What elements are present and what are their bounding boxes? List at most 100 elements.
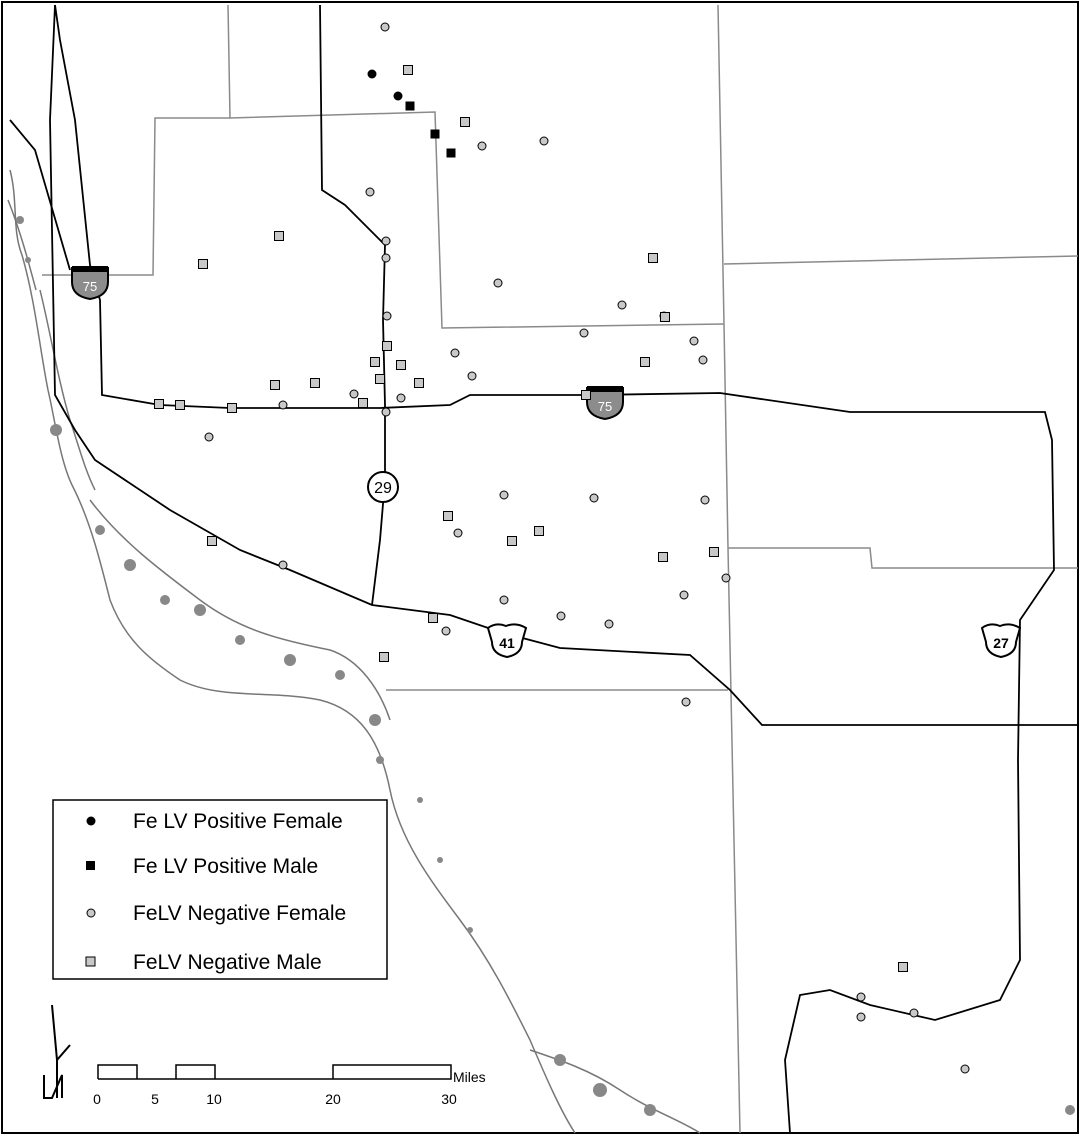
negative-female-marker — [589, 493, 599, 503]
shield-label-75-west: 75 — [83, 279, 97, 294]
sample-markers — [154, 22, 970, 1074]
negative-male-marker — [198, 259, 208, 269]
negative-male-marker — [310, 378, 320, 388]
negative-male-marker — [382, 341, 392, 351]
negative-female-marker — [681, 697, 691, 707]
positive-male-marker — [405, 101, 415, 111]
positive-female-marker — [393, 91, 403, 101]
negative-female-marker — [679, 590, 689, 600]
scale-bar: 0 5 10 20 30 Miles — [93, 1064, 486, 1107]
negative-male-marker — [428, 613, 438, 623]
negative-female-marker — [617, 300, 627, 310]
legend-symbol-positive-female — [86, 816, 96, 826]
shield-label-41: 41 — [499, 635, 515, 651]
negative-female-marker — [539, 136, 549, 146]
negative-male-marker — [648, 253, 658, 263]
state-route-circle-icon: 29 — [367, 471, 399, 503]
legend-symbol-negative-female — [86, 908, 96, 918]
interstate-shield-icon: 75 — [586, 386, 624, 421]
i75-north-branch — [9, 119, 71, 271]
negative-female-marker — [604, 619, 614, 629]
coastline — [7, 169, 701, 1134]
legend-box — [52, 799, 388, 980]
negative-female-marker — [349, 389, 359, 399]
negative-male-marker — [709, 547, 719, 557]
north-arrow-icon — [43, 1004, 71, 1099]
negative-female-marker — [698, 355, 708, 365]
legend-label-negative-male: FeLV Negative Male — [133, 951, 322, 974]
negative-male-marker — [270, 380, 280, 390]
negative-male-marker — [274, 231, 284, 241]
negative-male-marker — [403, 65, 413, 75]
legend-label-positive-female: Fe LV Positive Female — [133, 810, 343, 833]
positive-male-marker — [430, 129, 440, 139]
scale-tick-5: 5 — [151, 1091, 159, 1107]
scale-tick-20: 20 — [325, 1091, 341, 1107]
negative-male-marker — [581, 390, 591, 400]
us-route-shield-icon: 27 — [980, 623, 1022, 659]
negative-female-marker — [499, 595, 509, 605]
negative-male-marker — [396, 360, 406, 370]
roads — [9, 4, 1078, 1134]
negative-female-marker — [856, 992, 866, 1002]
shield-label-75-east: 75 — [598, 399, 612, 414]
positive-female-marker — [367, 69, 377, 79]
negative-male-marker — [154, 399, 164, 409]
negative-male-marker — [658, 552, 668, 562]
us-route-shield-icon: 41 — [486, 623, 528, 659]
negative-female-marker — [278, 400, 288, 410]
negative-male-marker — [507, 536, 517, 546]
scale-tick-0: 0 — [93, 1091, 101, 1107]
negative-female-marker — [477, 141, 487, 151]
negative-female-marker — [556, 611, 566, 621]
negative-female-marker — [467, 371, 477, 381]
scale-unit-label: Miles — [453, 1069, 486, 1085]
negative-male-marker — [370, 357, 380, 367]
negative-male-marker — [460, 117, 470, 127]
negative-female-marker — [204, 432, 214, 442]
negative-male-marker — [534, 526, 544, 536]
legend: Fe LV Positive Female Fe LV Positive Mal… — [52, 799, 388, 980]
us41-road — [49, 4, 1078, 726]
legend-symbol-positive-male — [86, 861, 95, 870]
negative-female-marker — [960, 1064, 970, 1074]
negative-female-marker — [450, 348, 460, 358]
negative-male-marker — [660, 312, 670, 322]
negative-male-marker — [358, 398, 368, 408]
negative-male-marker — [640, 357, 650, 367]
shield-label-27: 27 — [993, 635, 1009, 651]
negative-female-marker — [493, 278, 503, 288]
negative-female-marker — [721, 573, 731, 583]
legend-label-positive-male: Fe LV Positive Male — [133, 855, 318, 878]
scale-tick-10: 10 — [206, 1091, 222, 1107]
negative-male-marker — [379, 652, 389, 662]
negative-male-marker — [175, 400, 185, 410]
negative-female-marker — [579, 328, 589, 338]
sr29-road — [319, 4, 386, 606]
negative-male-marker — [414, 378, 424, 388]
legend-label-negative-female: FeLV Negative Female — [133, 902, 346, 925]
negative-male-marker — [207, 536, 217, 546]
negative-female-marker — [381, 407, 391, 417]
positive-male-marker — [446, 148, 456, 158]
negative-female-marker — [700, 495, 710, 505]
negative-female-marker — [382, 311, 392, 321]
negative-female-marker — [909, 1008, 919, 1018]
negative-female-marker — [499, 490, 509, 500]
negative-female-marker — [380, 22, 390, 32]
negative-female-marker — [453, 528, 463, 538]
negative-male-marker — [898, 962, 908, 972]
negative-female-marker — [381, 236, 391, 246]
negative-female-marker — [396, 393, 406, 403]
negative-female-marker — [441, 626, 451, 636]
negative-female-marker — [689, 336, 699, 346]
shield-label-29: 29 — [374, 480, 392, 497]
legend-symbol-negative-male — [85, 956, 96, 967]
scale-bar-line — [97, 1064, 452, 1080]
coastal-islands — [16, 216, 1075, 1116]
interstate-shield-icon: 75 — [71, 266, 109, 301]
negative-male-marker — [443, 511, 453, 521]
negative-male-marker — [227, 403, 237, 413]
interstate-75-road — [54, 4, 1055, 1134]
